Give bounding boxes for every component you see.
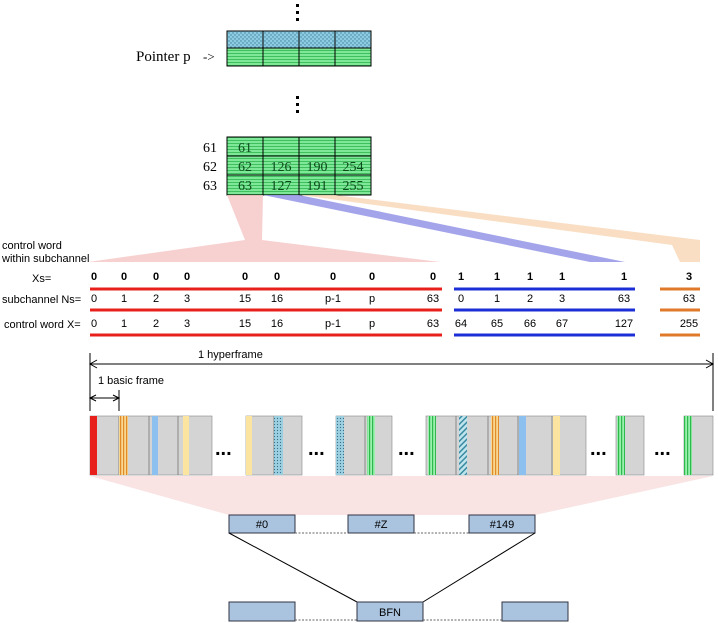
bfn-row	[228, 601, 569, 622]
table-value-red-ns: 3	[184, 293, 190, 305]
table-value-red-xs: 0	[274, 271, 280, 283]
bottom-fan	[90, 476, 713, 515]
control-word-label-line2: within subchannel	[1, 253, 89, 265]
vertical-ellipsis-top	[296, 4, 299, 21]
frame-boxes	[228, 514, 536, 534]
table-value-red-xs: 0	[91, 271, 97, 283]
table-value-blue-ns: 1	[494, 293, 500, 305]
table-value-red-ns: 2	[153, 293, 159, 305]
grid-cell: 61	[238, 141, 252, 156]
table-value-red-xs: 0	[369, 271, 375, 283]
table-value-orange-ns: 63	[683, 293, 695, 305]
table-value-blue-ns: 0	[458, 293, 464, 305]
table-value-red-x: 3	[184, 318, 190, 330]
grid-row-index: 62	[203, 160, 217, 175]
table-value-red-x: 0	[91, 318, 97, 330]
table-value-blue-x: 67	[556, 318, 568, 330]
table-value-red-x: p	[369, 318, 375, 330]
table-value-red-ns: 1	[121, 293, 127, 305]
table-value-red-x: 1	[121, 318, 127, 330]
grid-cell: 255	[343, 179, 364, 194]
table-value-orange-xs: 3	[686, 271, 692, 283]
red-fan	[88, 195, 440, 262]
table-value-blue-x: 127	[615, 318, 633, 330]
table-value-blue-ns: 2	[527, 293, 533, 305]
grid-row-index: 61	[203, 141, 217, 156]
table-value-blue-ns: 3	[559, 293, 565, 305]
basic-frame-label: 1 basic frame	[98, 375, 164, 387]
table-lines	[90, 287, 700, 337]
orange-fan	[300, 195, 700, 262]
table-value-red-xs: 0	[153, 271, 159, 283]
grid-cell: 191	[307, 179, 328, 194]
frame-box-z-label: #Z	[375, 519, 388, 531]
control-word-label-line1: control word	[2, 240, 62, 252]
grid-cell: 63	[238, 179, 252, 194]
table-value-red-x: 16	[271, 318, 283, 330]
table-value-blue-xs: 1	[621, 271, 627, 283]
bfn-label: BFN	[379, 607, 401, 619]
table-value-red-xs: 0	[121, 271, 127, 283]
table-value-red-ns: 63	[427, 293, 439, 305]
expansion-line-right	[422, 532, 536, 603]
table-value-red-xs: 0	[330, 271, 336, 283]
grid-cell: 254	[343, 160, 364, 175]
table-value-red-x: 2	[153, 318, 159, 330]
pointer-label: Pointer p	[136, 49, 191, 65]
table-value-blue-x: 65	[491, 318, 503, 330]
table-value-blue-xs: 1	[458, 271, 464, 283]
strip-ellipsis-3: ...	[398, 438, 415, 460]
table-value-red-x: 15	[239, 318, 251, 330]
table-value-red-xs: 0	[242, 271, 248, 283]
pointer-block	[226, 30, 372, 67]
blue-fan	[263, 195, 625, 262]
table-value-orange-x: 255	[680, 318, 698, 330]
strip-ellipsis-2: ...	[308, 438, 325, 460]
x-label: control word X=	[4, 319, 81, 331]
table-value-red-ns: 16	[271, 293, 283, 305]
grid-cell: 190	[307, 160, 328, 175]
table-value-red-ns: 0	[91, 293, 97, 305]
expansion-line-left	[228, 532, 358, 603]
table-value-red-x: p-1	[325, 318, 341, 330]
table-value-red-ns: p-1	[325, 293, 341, 305]
frame-box-149-label: #149	[490, 519, 514, 531]
table-value-blue-xs: 1	[559, 271, 565, 283]
grid-cell: 62	[238, 160, 252, 175]
ns-label: subchannel Ns=	[2, 294, 81, 306]
grid-row-index: 63	[203, 179, 217, 194]
table-value-red-xs: 0	[184, 271, 190, 283]
strip-ellipsis-5: ...	[654, 438, 671, 460]
strip-ellipsis-4: ...	[590, 438, 607, 460]
strip-ellipsis-1: ...	[215, 438, 232, 460]
xs-label: Xs=	[32, 273, 51, 285]
control-word-grid	[226, 136, 372, 196]
vertical-ellipsis-middle	[296, 96, 299, 113]
table-value-blue-x: 64	[455, 318, 467, 330]
pointer-arrow: ->	[203, 49, 215, 64]
table-value-blue-xs: 1	[494, 271, 500, 283]
table-value-red-ns: p	[369, 293, 375, 305]
grid-cell: 126	[271, 160, 292, 175]
table-value-red-x: 63	[427, 318, 439, 330]
table-value-red-ns: 15	[239, 293, 251, 305]
hyperframe-label: 1 hyperframe	[198, 349, 263, 361]
hyperframe-dimension	[88, 353, 715, 411]
frame-strip	[89, 415, 714, 476]
frame-box-0-label: #0	[256, 519, 268, 531]
table-value-blue-x: 66	[524, 318, 536, 330]
table-value-blue-ns: 63	[618, 293, 630, 305]
table-value-red-xs: 0	[430, 271, 436, 283]
table-value-blue-xs: 1	[527, 271, 533, 283]
grid-cell: 127	[271, 179, 292, 194]
basic-frame-dimension	[88, 390, 121, 411]
